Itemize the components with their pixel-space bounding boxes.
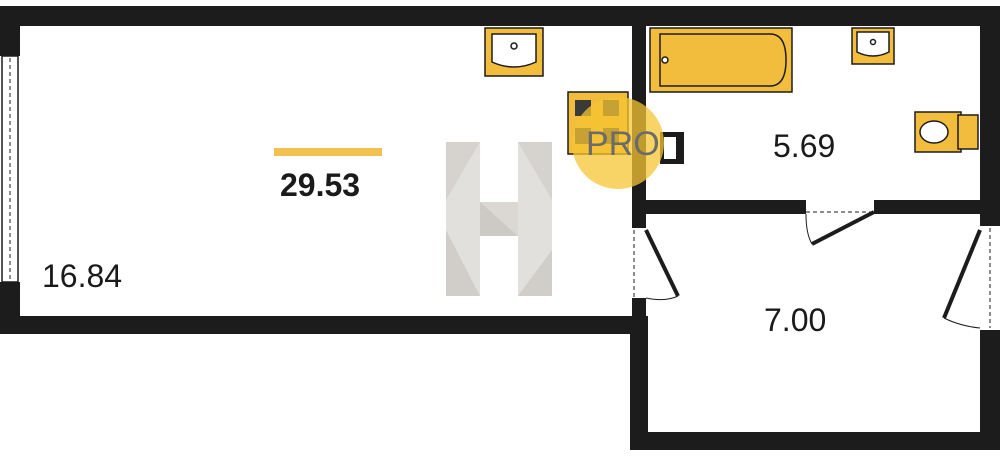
fixtures <box>484 27 979 155</box>
wall-living-bottom <box>0 316 648 334</box>
wall-partition-lower <box>632 298 646 320</box>
total-area-label: 29.53 <box>280 167 360 203</box>
hallway-area-label: 7.00 <box>764 302 826 338</box>
wall-left-upper <box>0 6 20 56</box>
wall-bath-hall-right <box>874 200 1000 214</box>
wall-right-upper <box>980 6 1000 226</box>
door-entrance <box>942 226 1000 330</box>
sink-icon <box>484 27 544 77</box>
pro-badge-label: PRO <box>586 125 660 163</box>
window-left <box>1 55 19 283</box>
sink-icon <box>851 27 895 65</box>
wall-stub-inner <box>664 137 676 159</box>
total-accent-bar <box>274 148 382 156</box>
bathtub-icon <box>649 27 793 93</box>
living-area-label: 16.84 <box>42 258 122 294</box>
wall-bath-hall-left <box>632 200 806 214</box>
wall-hallway-bottom <box>630 432 1000 450</box>
pro-badge-circle <box>572 97 664 189</box>
door-living-hallway <box>632 228 680 301</box>
wall-right-lower <box>980 330 1000 450</box>
toilet-icon <box>914 111 979 153</box>
watermark-logo <box>446 142 552 296</box>
wall-hallway-left <box>630 316 648 450</box>
wall-top <box>0 6 1000 26</box>
bathroom-area-label: 5.69 <box>773 128 835 164</box>
door-bathroom <box>805 200 875 246</box>
